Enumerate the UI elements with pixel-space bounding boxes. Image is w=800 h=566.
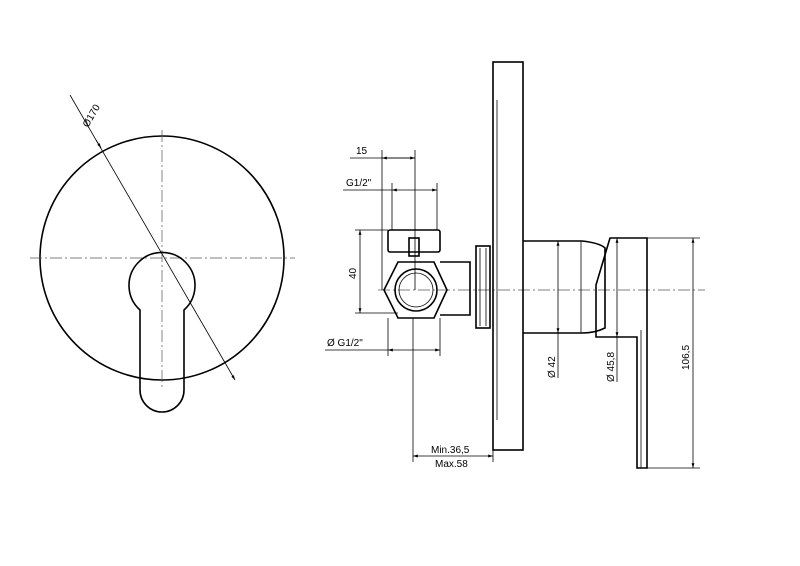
threaded-ring [475, 245, 491, 329]
dim-1065-label: 106,5 [681, 345, 692, 370]
dim-458-label: Ø 45,8 [606, 352, 617, 382]
diameter-170-label: Ø170 [81, 102, 103, 129]
diameter-dimension-line [69, 94, 236, 381]
depth-min-label: Min.36,5 [431, 445, 470, 456]
valve-cap [387, 229, 441, 253]
front-view: Ø170 [30, 94, 295, 413]
dim-15-label: 15 [356, 146, 368, 157]
hex-nut [383, 261, 448, 319]
wall-plate [492, 61, 524, 451]
depth-max-label: Max.58 [435, 459, 468, 470]
dim-42-label: Ø 42 [547, 356, 558, 378]
cartridge-body [523, 240, 606, 334]
dim-g12-bottom-label: Ø G1/2" [327, 338, 363, 349]
inlet-bore [394, 268, 438, 312]
lever-handle [128, 251, 196, 413]
dim-40-label: 40 [348, 267, 359, 279]
dim-g12-top-label: G1/2" [346, 178, 372, 189]
side-view: 15 G1/2" 40 Ø G1/2" Ø 42 Ø 45,8 106,5 [325, 61, 705, 470]
lever-side [595, 237, 648, 469]
valve-neck [440, 261, 471, 316]
